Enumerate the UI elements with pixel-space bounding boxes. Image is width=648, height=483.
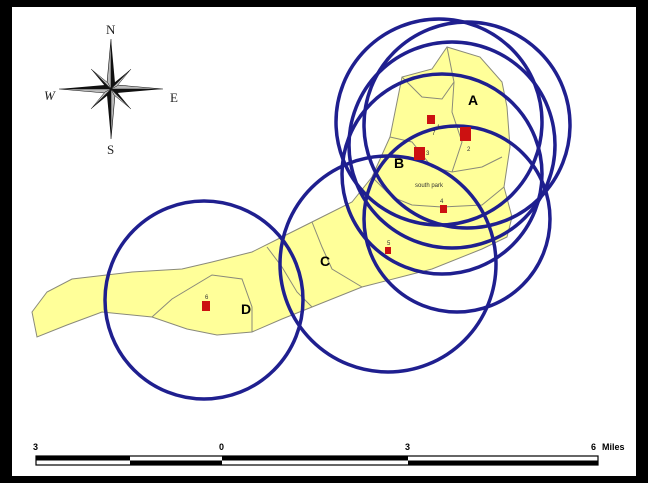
- buffer-circles: [103, 17, 572, 401]
- scale-tick-label: 3: [405, 442, 410, 452]
- site-number: 1: [437, 125, 441, 131]
- scale-tick-label: 6: [591, 442, 596, 452]
- site-marker: [460, 127, 471, 141]
- site-marker: [414, 147, 425, 160]
- buffer-circle: [278, 154, 498, 374]
- compass-east-label: E: [170, 90, 178, 105]
- site-number: 6: [205, 295, 209, 301]
- site-number: 5: [387, 241, 391, 247]
- site-marker: [440, 205, 447, 213]
- buffer-circle: [103, 199, 305, 401]
- compass-rose: N S E W: [44, 22, 178, 157]
- site-marker: [427, 115, 435, 124]
- compass-south-label: S: [107, 142, 114, 157]
- buffer-circle: [347, 40, 557, 250]
- buffer-circle: [362, 124, 552, 314]
- site-markers: [202, 115, 471, 311]
- compass-north-label: N: [106, 22, 116, 37]
- zone-label-b: B: [394, 155, 404, 171]
- zone-label-a: A: [468, 92, 478, 108]
- zone-label-d: D: [241, 301, 251, 317]
- zone-label-c: C: [320, 253, 330, 269]
- buffer-circle: [340, 72, 544, 276]
- site-number: 4: [440, 199, 444, 205]
- compass-star-icon: [58, 38, 164, 140]
- scale-tick-label: 0: [219, 442, 224, 452]
- map-canvas: 1 2 3 4 5 6 7 south park A B C D: [31, 17, 625, 466]
- buffer-circle: [362, 20, 572, 230]
- site-number: 7: [432, 131, 436, 137]
- scale-tick-label: 3: [33, 442, 38, 452]
- site-marker: [385, 247, 391, 254]
- site-number: 2: [467, 147, 471, 153]
- site-number: 3: [426, 151, 430, 157]
- site-number-labels: 1 2 3 4 5 6 7: [205, 125, 471, 301]
- scale-bar: 3 0 3 6 Miles: [33, 442, 625, 466]
- map-frame: 1 2 3 4 5 6 7 south park A B C D: [12, 7, 636, 476]
- compass-west-label: W: [44, 88, 56, 103]
- site-marker: [202, 301, 210, 311]
- scale-unit-label: Miles: [602, 442, 625, 452]
- place-label: south park: [415, 183, 444, 189]
